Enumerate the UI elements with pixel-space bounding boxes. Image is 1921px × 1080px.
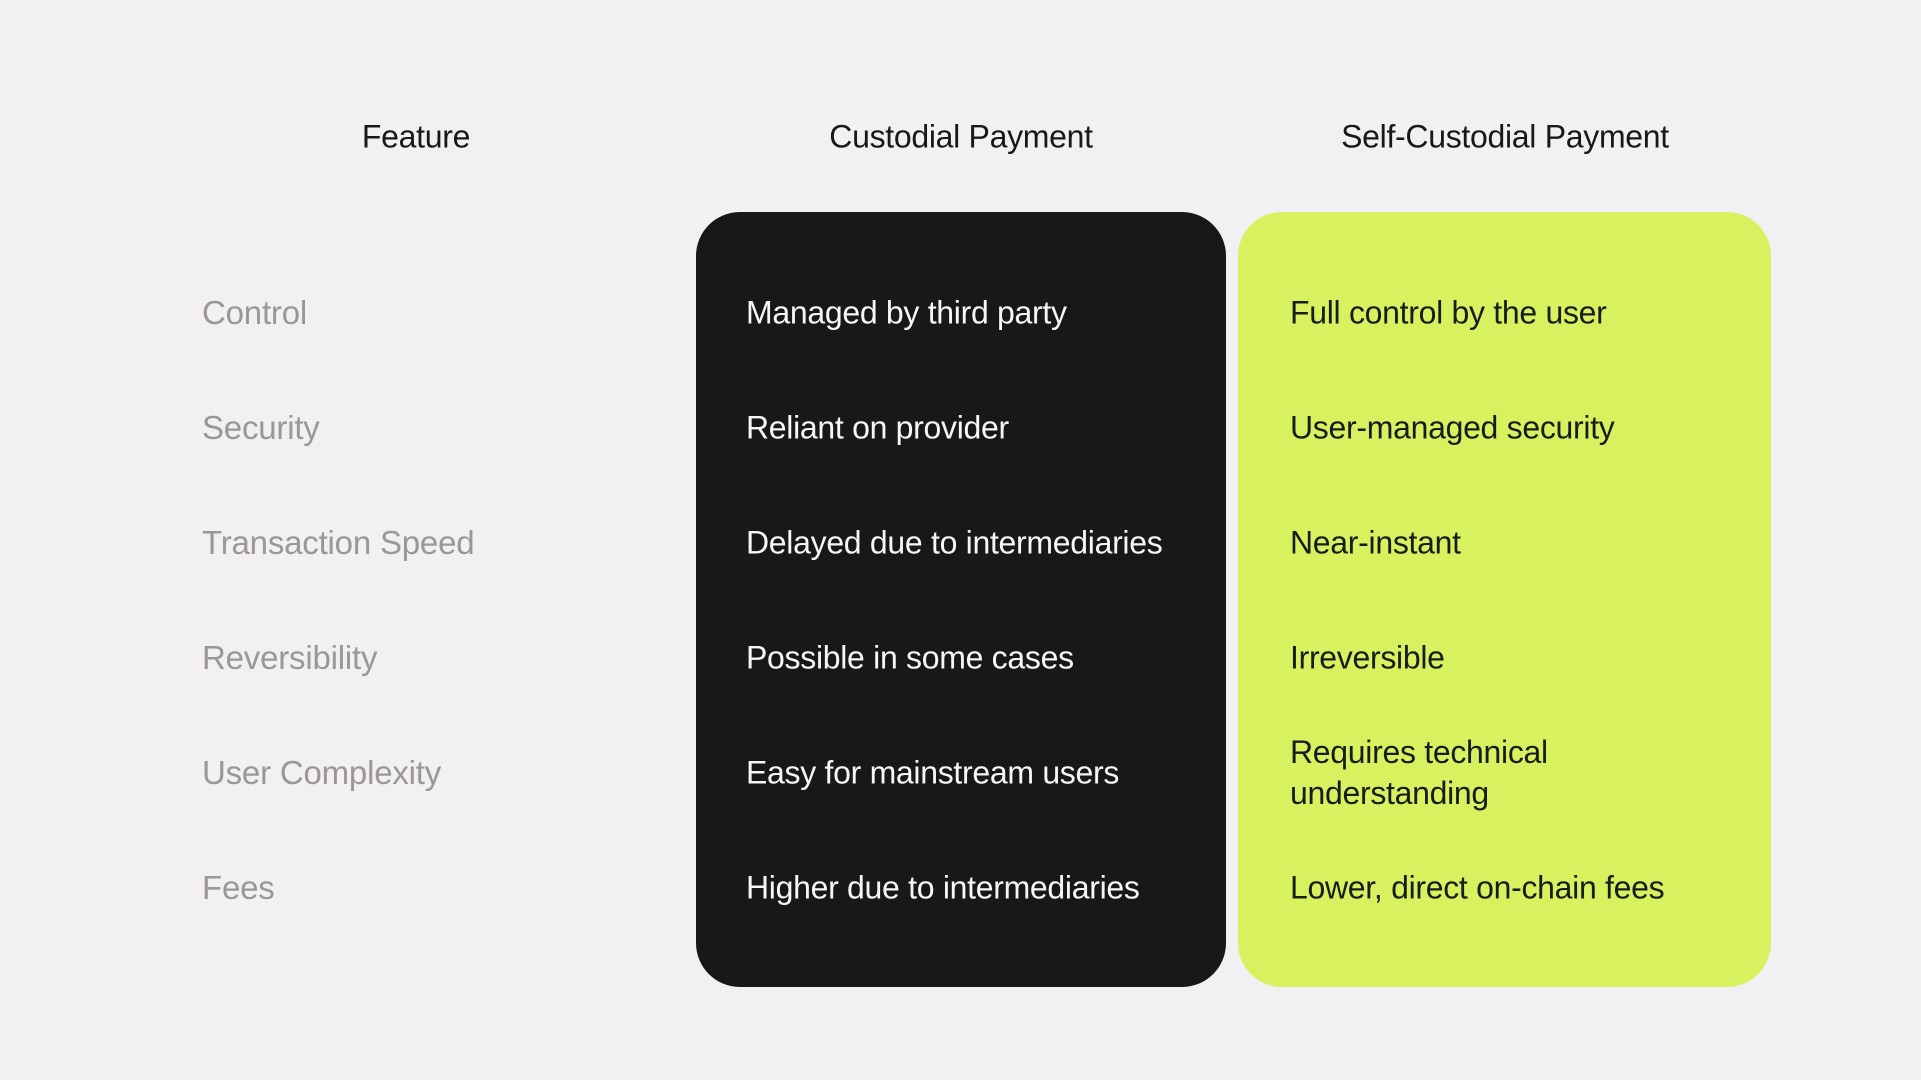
custodial-cell-user-complexity: Easy for mainstream users: [746, 754, 1120, 791]
self-custodial-payment-card: Full control by the user User-managed se…: [1238, 212, 1771, 987]
custodial-cell-reversibility: Possible in some cases: [746, 639, 1074, 676]
custodial-cell-security: Reliant on provider: [746, 409, 1009, 446]
feature-label-transaction-speed: Transaction Speed: [202, 524, 475, 561]
feature-label-user-complexity: User Complexity: [202, 754, 442, 791]
custodial-cell-control: Managed by third party: [746, 294, 1067, 331]
feature-label-control: Control: [202, 294, 307, 331]
self-custodial-cell-user-complexity: Requires technical understanding: [1290, 734, 1548, 811]
self-custodial-cell-fees: Lower, direct on-chain fees: [1290, 869, 1665, 906]
custodial-payment-card: Managed by third party Reliant on provid…: [696, 212, 1226, 987]
feature-label-reversibility: Reversibility: [202, 639, 378, 676]
column-header-custodial: Custodial Payment: [829, 118, 1093, 155]
self-custodial-cell-security: User-managed security: [1290, 409, 1615, 446]
feature-label-fees: Fees: [202, 869, 275, 906]
self-custodial-cell-control: Full control by the user: [1290, 294, 1607, 331]
custodial-cell-transaction-speed: Delayed due to intermediaries: [746, 524, 1163, 561]
column-header-self-custodial: Self-Custodial Payment: [1341, 118, 1669, 155]
feature-label-security: Security: [202, 409, 320, 446]
custodial-cell-fees: Higher due to intermediaries: [746, 869, 1140, 906]
self-custodial-cell-reversibility: Irreversible: [1290, 639, 1445, 676]
column-header-feature: Feature: [361, 118, 471, 155]
self-custodial-cell-transaction-speed: Near-instant: [1290, 524, 1461, 561]
